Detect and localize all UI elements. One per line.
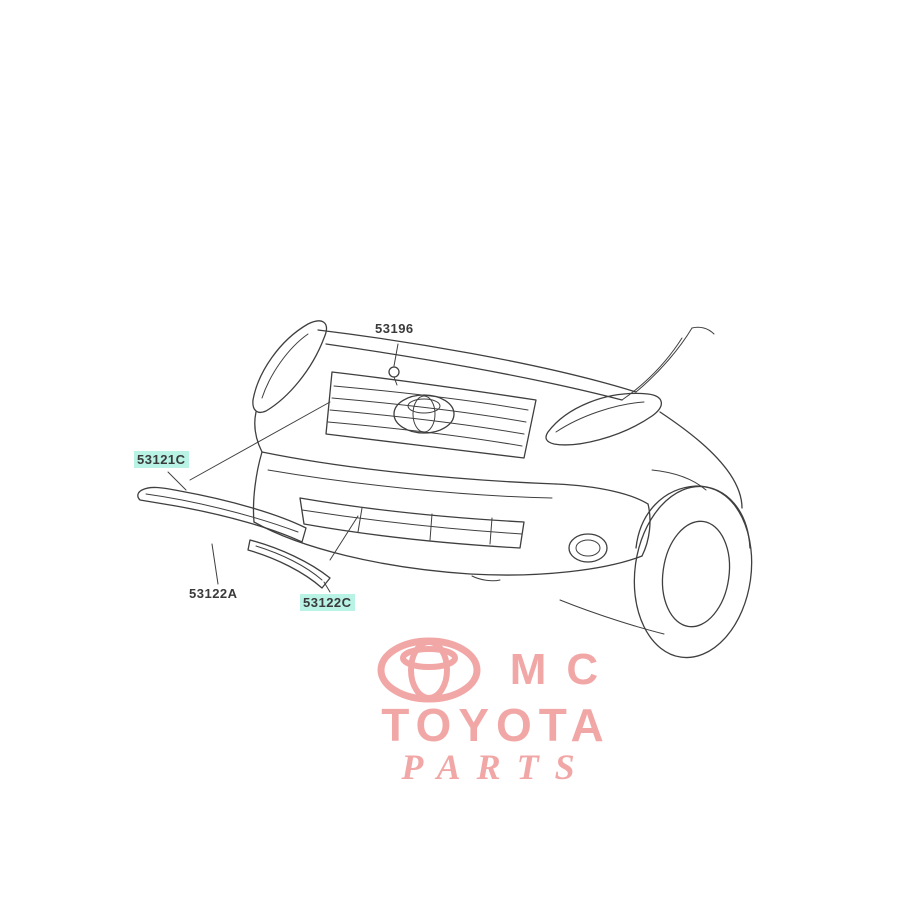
fastener-clip: [388, 366, 400, 386]
grille: [325, 371, 537, 459]
toyota-emblem: [393, 394, 455, 434]
front-bumper: [252, 451, 651, 582]
leader-lines: [167, 343, 399, 593]
part-label-53196: 53196: [375, 321, 414, 336]
part-label-53122c: 53122C: [300, 594, 355, 611]
trim-strip-upper: [137, 486, 307, 543]
part-label-53122a: 53122A: [189, 586, 238, 601]
hood-lines: [317, 326, 715, 401]
front-wheel: [559, 411, 753, 659]
headlight-right: [545, 392, 662, 446]
headlight-left: [252, 320, 328, 453]
trim-strip-lower: [247, 539, 331, 589]
part-label-53121c: 53121C: [134, 451, 189, 468]
fog-light: [568, 533, 608, 563]
